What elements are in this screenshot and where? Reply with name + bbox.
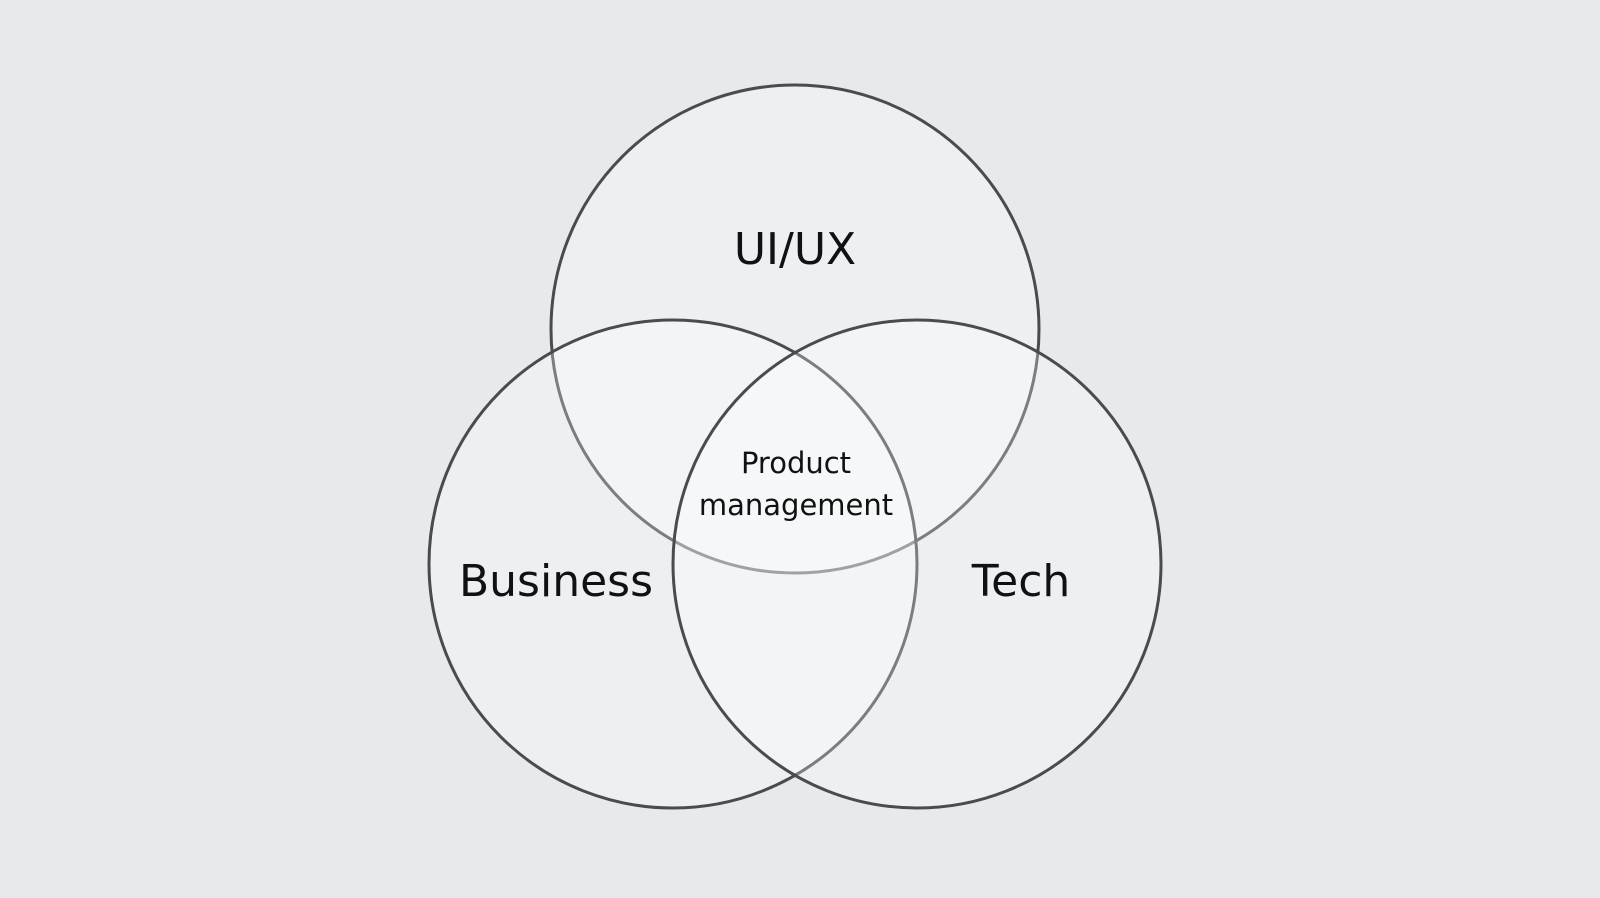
- business-label: Business: [459, 556, 653, 607]
- intersection-label-line-2: management: [699, 488, 893, 522]
- uiux-label: UI/UX: [734, 224, 856, 275]
- uiux-circle: [549, 83, 1041, 575]
- tech-label: Tech: [971, 556, 1071, 607]
- intersection-label-line-1: Product: [741, 446, 851, 480]
- tech-circle: [671, 318, 1163, 810]
